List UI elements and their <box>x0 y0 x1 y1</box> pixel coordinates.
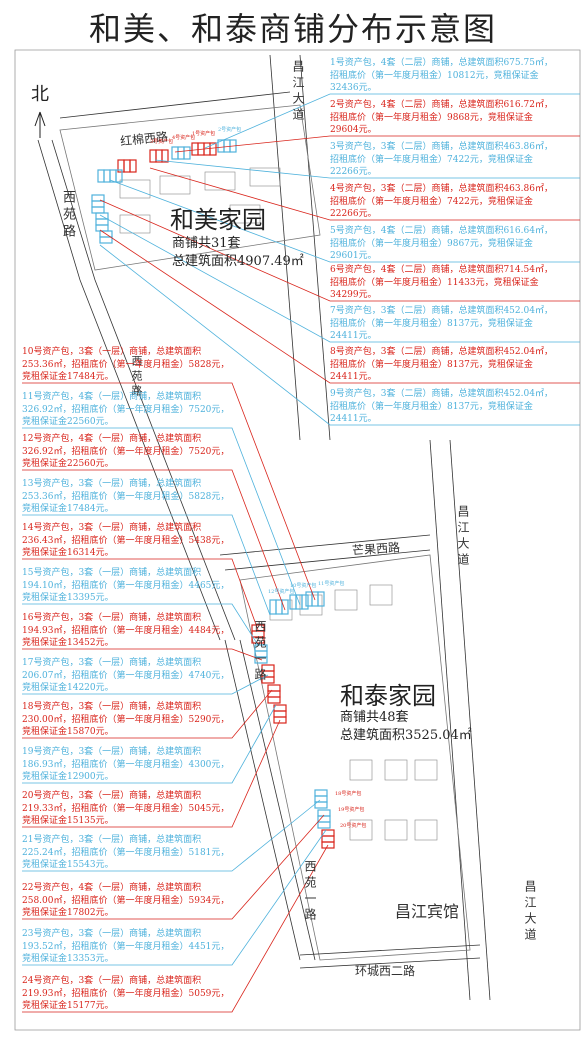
leader-line-7 <box>99 214 580 343</box>
leader-line-9 <box>99 244 580 426</box>
package-note-21: 21号资产包，3套（一层）商铺，总建筑面积 225.24㎡，招租底价（第一年度月… <box>22 835 230 870</box>
package-note-22: 22号资产包，4套（一层）商铺，总建筑面积 258.00㎡，招租底价（第一年度月… <box>22 883 230 918</box>
shop-block-p3 <box>149 149 169 163</box>
package-note-5: 5号资产包，4套（二层）商铺，总建筑面积616.64㎡， 招租底价（第一年度月租… <box>330 226 553 261</box>
leader-line-2 <box>174 135 580 153</box>
package-note-6: 6号资产包，4套（二层）商铺，总建筑面积714.54㎡， 招租底价（第一年度月租… <box>330 265 553 300</box>
package-note-16: 16号资产包，3套（一层）商铺，总建筑面积 194.93㎡，招租底价（第一年度月… <box>22 613 230 648</box>
package-note-11: 11号资产包，4套（一层）商铺，总建筑面积 326.92㎡，招租底价（第一年度月… <box>22 392 230 427</box>
road-label-xiyuan1-lower: 西苑一路 <box>303 860 317 924</box>
package-note-23: 23号资产包，3套（一层）商铺，总建筑面积 193.52㎡，招租底价（第一年度月… <box>22 929 230 964</box>
shop-block-p5 <box>117 159 137 173</box>
shop-block-p13 <box>251 624 265 644</box>
package-note-8: 8号资产包，3套（二层）商铺，总建筑面积452.04㎡， 招租底价（第一年度月租… <box>330 347 553 382</box>
leader-line-16 <box>22 648 263 661</box>
leader-line-18 <box>22 689 273 739</box>
leader-line-12 <box>22 469 286 611</box>
shop-block-p4 <box>171 146 191 160</box>
hetai-total-area: 总建筑面积3525.04㎡ <box>340 728 472 743</box>
package-note-4: 4号资产包，3套（二层）商铺，总建筑面积463.86㎡， 招租底价（第一年度月租… <box>330 184 553 219</box>
unit-tag-p12: 12号资产包 <box>268 589 295 595</box>
shop-block-p19 <box>317 809 331 829</box>
hetai-shop-count: 商铺共48套 <box>340 710 409 725</box>
leader-lines <box>22 93 580 1013</box>
road-label-xiyuan1-upper: 西苑一路 <box>253 620 267 684</box>
shop-block-p20 <box>321 829 335 849</box>
hetai-estate-name: 和泰家园 <box>340 682 436 710</box>
leader-line-11 <box>22 427 301 606</box>
package-note-24: 24号资产包，3套（一层）商铺，总建筑面积 219.93㎡，招租底价（第一年度月… <box>22 976 230 1011</box>
leader-line-1 <box>204 93 580 149</box>
leader-line-24 <box>22 844 329 1013</box>
unit-tag-p4: 4号资产包 <box>172 135 196 141</box>
hemei-estate-name: 和美家园 <box>170 206 266 234</box>
shop-block-p11 <box>305 591 325 607</box>
leader-line-17 <box>22 674 269 695</box>
north-label: 北 <box>31 84 49 105</box>
leader-line-6 <box>99 199 580 302</box>
package-note-10: 10号资产包，3套（一层）商铺，总建筑面积 253.36㎡，招租底价（第一年度月… <box>22 347 230 382</box>
leader-line-21 <box>22 799 321 872</box>
road-label-huancheng-west2: 环城西二路 <box>355 964 416 978</box>
site-boundary <box>14 49 581 1031</box>
shop-block-p16 <box>267 684 281 704</box>
leader-line-10 <box>22 382 316 601</box>
road-label-changjiang-middle: 昌江大道 <box>456 505 470 569</box>
unit-tag-p18: 18号资产包 <box>335 791 362 797</box>
package-note-14: 14号资产包，3套（一层）商铺，总建筑面积 236.43㎡，招租底价（第一年度月… <box>22 523 230 558</box>
map-title: 和美、和泰商铺分布示意图 <box>88 10 497 48</box>
leader-line-14 <box>22 558 259 631</box>
leader-line-5 <box>109 179 580 263</box>
leader-line-13 <box>22 514 271 616</box>
shop-block-p10 <box>289 594 309 610</box>
shop-block-p8 <box>95 212 109 232</box>
road-label-changjiang-lower: 昌江大道 <box>523 880 537 944</box>
unit-tag-p2: 2号资产包 <box>218 127 242 133</box>
package-note-9: 9号资产包，3套（二层）商铺，总建筑面积452.04㎡， 招租底价（第一年度月租… <box>330 389 553 424</box>
shop-block-p18 <box>314 789 328 809</box>
leader-line-20 <box>22 719 281 828</box>
package-note-12: 12号资产包，4套（一层）商铺，总建筑面积 326.92㎡，招租底价（第一年度月… <box>22 434 230 469</box>
road-label-xiyuan-middle: 西苑路 <box>130 355 143 400</box>
package-note-17: 17号资产包，3套（一层）商铺，总建筑面积 206.07㎡，招租底价（第一年度月… <box>22 658 230 693</box>
road-label-mangguo-west: 芒果西路 <box>351 540 401 558</box>
package-note-1: 1号资产包，4套（二层）商铺，总建筑面积675.75㎡， 招租底价（第一年度月租… <box>330 58 553 93</box>
leader-line-19 <box>22 704 277 784</box>
leader-line-23 <box>22 829 327 966</box>
unit-tag-p20: 20号资产包 <box>340 823 367 829</box>
shop-units <box>91 139 335 849</box>
leader-line-4 <box>149 167 580 221</box>
leader-line-15 <box>22 603 259 646</box>
shop-block-p15 <box>261 664 275 684</box>
unit-tag-p1: 1号资产包 <box>192 131 216 137</box>
unit-tag-p3: 3号资产包 <box>150 139 174 145</box>
shop-block-p12 <box>269 599 289 615</box>
leader-line-8 <box>99 229 580 384</box>
package-note-2: 2号资产包，4套（二层）商铺，总建筑面积616.72㎡， 招租底价（第一年度月租… <box>330 100 553 135</box>
unit-tag-p10: 10号资产包 <box>290 583 317 589</box>
hotel-label: 昌江宾馆 <box>395 902 460 921</box>
north-arrow-icon <box>34 111 46 138</box>
leader-line-22 <box>22 814 325 920</box>
shop-block-p6 <box>97 169 123 183</box>
leader-line-3 <box>154 159 580 179</box>
package-note-3: 3号资产包，3套（二层）商铺，总建筑面积463.86㎡， 招租底价（第一年度月租… <box>330 142 553 177</box>
package-note-15: 15号资产包，3套（一层）商铺，总建筑面积 194.10㎡，招租底价（第一年度月… <box>22 568 230 603</box>
shop-block-p14 <box>254 644 268 664</box>
package-note-13: 13号资产包，3套（一层）商铺，总建筑面积 253.36㎡，招租底价（第一年度月… <box>22 479 230 514</box>
hemei-total-area: 总建筑面积4907.49㎡ <box>172 254 304 269</box>
unit-tag-p19: 19号资产包 <box>338 807 365 813</box>
shop-block-p7 <box>91 194 105 214</box>
shop-block-p9 <box>99 230 113 244</box>
road-label-xiyuan-upper: 西苑路 <box>60 190 75 241</box>
package-note-7: 7号资产包，3套（二层）商铺，总建筑面积452.04㎡， 招租底价（第一年度月租… <box>330 306 553 341</box>
road-label-changjiang-upper: 昌江大道 <box>291 60 305 124</box>
package-note-19: 19号资产包，3套（一层）商铺，总建筑面积 186.93㎡，招租底价（第一年度月… <box>22 747 230 782</box>
hemei-shop-count: 商铺共31套 <box>172 236 241 251</box>
residential-buildings <box>119 167 438 841</box>
package-note-20: 20号资产包，3套（一层）商铺，总建筑面积 219.33㎡，招租底价（第一年度月… <box>22 791 230 826</box>
package-note-18: 18号资产包，3套（一层）商铺，总建筑面积 230.00㎡，招租底价（第一年度月… <box>22 702 230 737</box>
unit-tag-p11: 11号资产包 <box>318 581 345 587</box>
